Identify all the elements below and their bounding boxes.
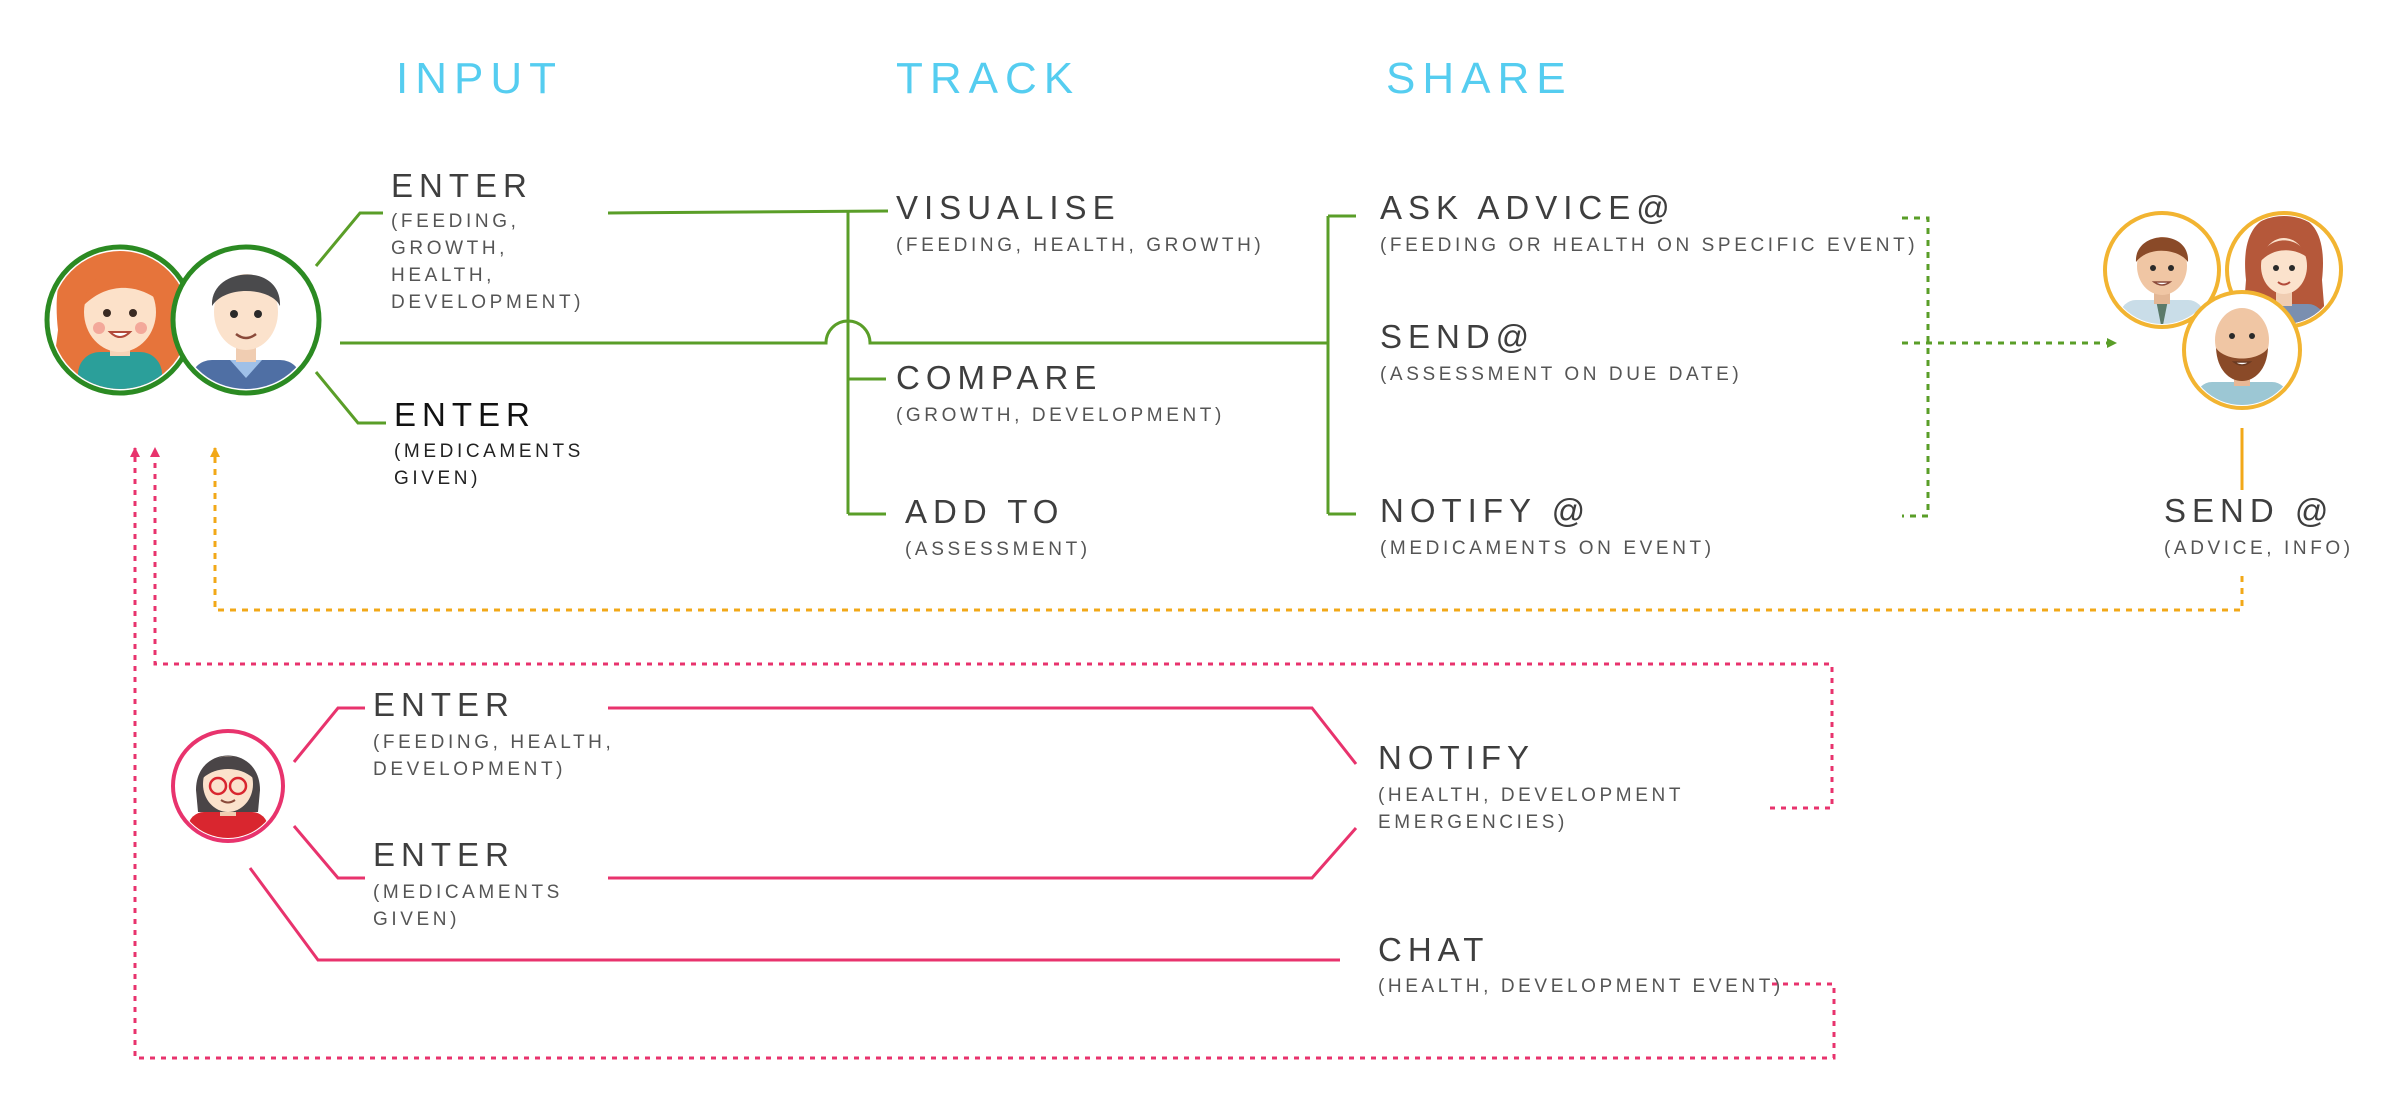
connector-enter-to-notify-top: [608, 706, 1358, 765]
header-track: TRACK: [896, 54, 1081, 103]
caregiver-connectors: [248, 706, 1358, 962]
share-ask-advice-title: ASK ADVICE@: [1380, 189, 1676, 226]
share-ask-advice-detail: (FEEDING OR HEALTH ON SPECIFIC EVENT): [1380, 235, 1919, 256]
avatar-expert-bearded: [2182, 290, 2302, 410]
dashed-chat-return: [130, 447, 1836, 1060]
share-notify-at-title: NOTIFY @: [1380, 492, 1592, 529]
connector-enter-1-visualise: [607, 209, 889, 215]
track-compare-title: COMPARE: [896, 359, 1103, 396]
caregiver-chat-title: CHAT: [1378, 931, 1490, 968]
dashed-bracket: [1902, 216, 1930, 518]
track-visualise-detail: (FEEDING, HEALTH, GROWTH): [896, 235, 1265, 256]
parent-share-to-experts: [1902, 216, 2117, 518]
caregiver-notify-detail: (HEALTH, DEVELOPMENT EMERGENCIES): [1378, 785, 1685, 833]
share-send-detail: (ASSESSMENT ON DUE DATE): [1380, 364, 1743, 385]
parent-connectors: [314, 209, 1356, 516]
header-share: SHARE: [1386, 54, 1573, 103]
track-visualise-title: VISUALISE: [896, 189, 1121, 226]
connector-caregiver-enter-2: [292, 825, 365, 880]
experts-send-title: SEND @: [2164, 492, 2335, 529]
parent-enter-1-title: ENTER: [391, 167, 533, 204]
parent-enter-2-title: ENTER: [394, 396, 536, 433]
experts-send-detail: (ADVICE, INFO): [2164, 538, 2354, 559]
header-input: INPUT: [396, 54, 563, 103]
connector-main-to-share: [340, 319, 1328, 345]
share-notify-at-detail: (MEDICAMENTS ON EVENT): [1380, 538, 1715, 559]
avatar-expert-man: [2103, 211, 2221, 329]
parent-enter-1-detail: (FEEDING, GROWTH, HEALTH, DEVELOPMENT): [391, 211, 585, 313]
share-send-title: SEND@: [1380, 318, 1536, 355]
connector-to-enter-2: [314, 371, 386, 425]
track-add-to-title: ADD TO: [905, 493, 1065, 530]
caregiver-notify-title: NOTIFY: [1378, 739, 1535, 776]
expert-connectors: [210, 428, 2244, 612]
connector-enter-to-notify-bottom: [608, 827, 1358, 880]
track-add-to-detail: (ASSESSMENT): [905, 539, 1091, 560]
caregiver-enter-1-detail: (FEEDING, HEALTH, DEVELOPMENT): [373, 732, 615, 780]
avatar-father: [170, 244, 322, 396]
dashed-return-to-father: [210, 447, 2244, 612]
connector-caregiver-enter-1: [292, 706, 365, 763]
caregiver-chat-detail: (HEALTH, DEVELOPMENT EVENT): [1378, 976, 1784, 997]
avatar-mother: [44, 244, 196, 396]
parent-enter-2-detail: (MEDICAMENTS GIVEN): [394, 441, 584, 489]
caregiver-enter-1-title: ENTER: [373, 686, 515, 723]
caregiver-enter-2-title: ENTER: [373, 836, 515, 873]
track-compare-detail: (GROWTH, DEVELOPMENT): [896, 405, 1225, 426]
caregiver-return-lines: [130, 447, 1836, 1060]
connector-to-enter-1: [314, 211, 383, 267]
connector-caregiver-chat: [248, 867, 1340, 962]
caregiver-enter-2-detail: (MEDICAMENTS GIVEN): [373, 882, 563, 930]
avatar-caregiver: [171, 729, 285, 843]
